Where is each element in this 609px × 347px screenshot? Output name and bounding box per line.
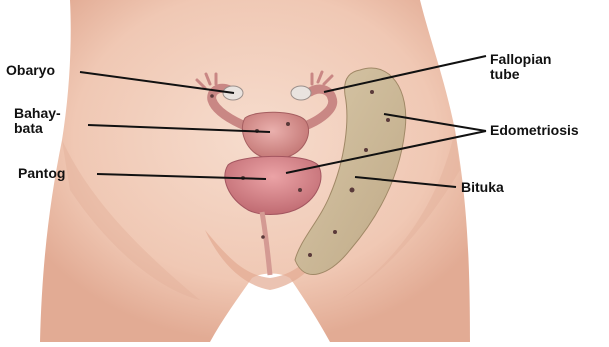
label-bituka: Bituka [461,180,504,195]
spot [386,118,390,122]
spot [370,90,374,94]
spot [286,122,290,126]
label-bahaybata: Bahay- bata [14,106,61,136]
spot [261,235,265,239]
label-fallopian-tube: Fallopian tube [490,52,551,82]
spot [308,253,312,257]
spot [364,148,368,152]
spot [298,188,302,192]
right-ovary [291,86,311,100]
spot [350,188,355,193]
label-obaryo: Obaryo [6,63,55,78]
label-pantog: Pantog [18,166,65,181]
spot [210,94,214,98]
label-edometriosis: Edometriosis [490,123,579,138]
spot [333,230,337,234]
